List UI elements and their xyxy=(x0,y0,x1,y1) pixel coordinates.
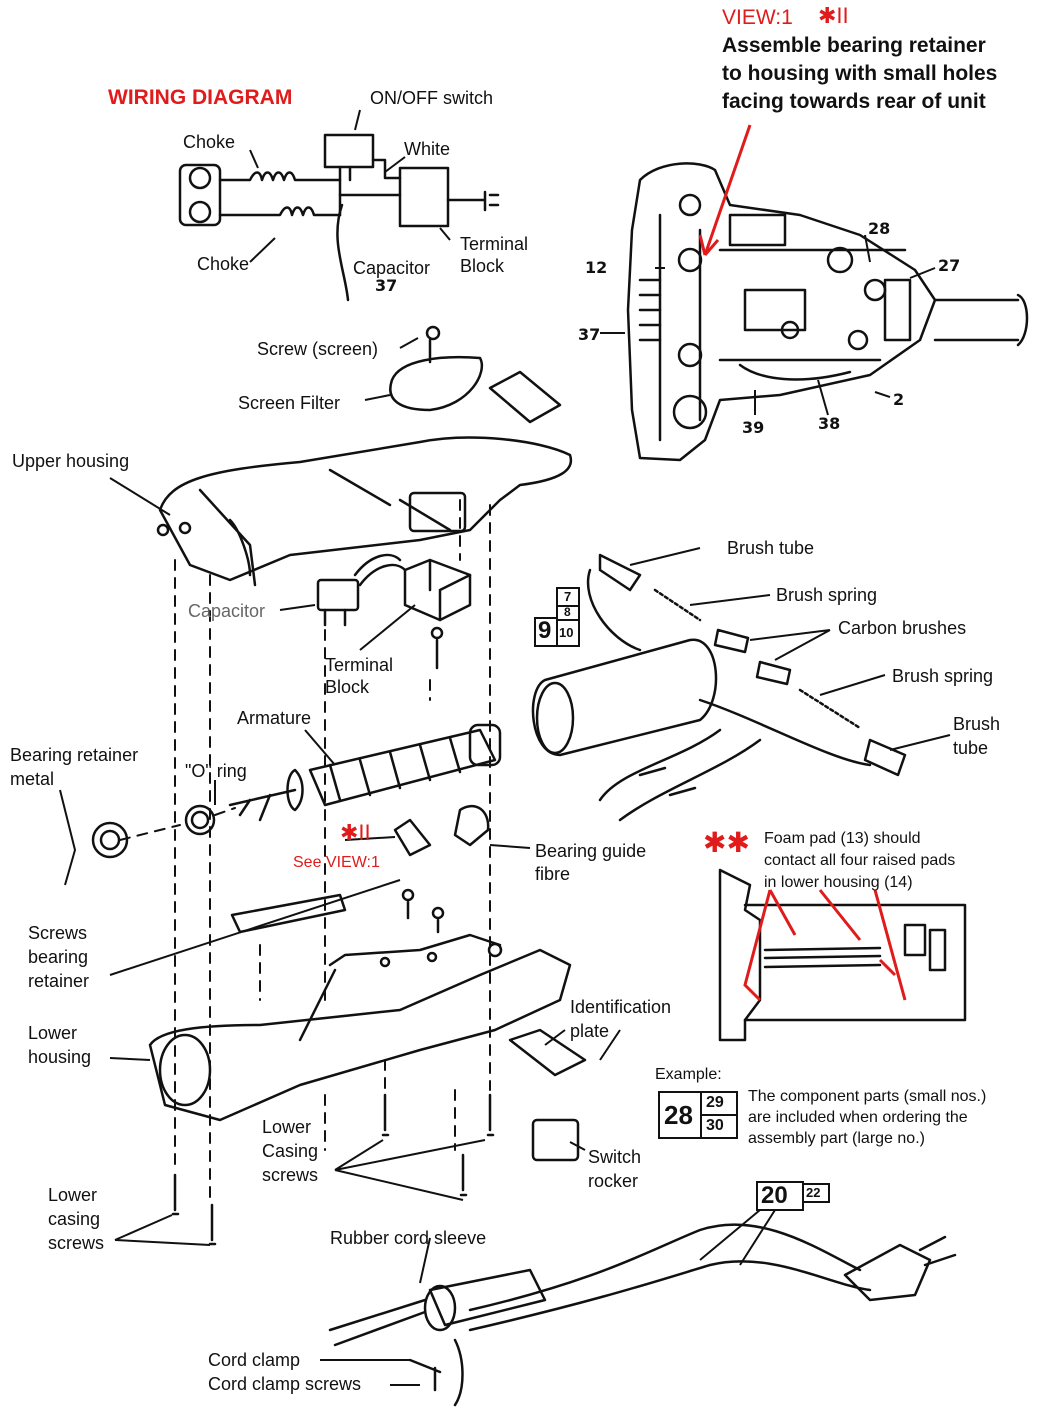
brush-spring-2-label: Brush spring xyxy=(892,666,994,686)
lower-casing-screws-b-2: casing xyxy=(48,1209,101,1229)
foam-note-mark: ✱✱ xyxy=(703,827,750,858)
bearing-guide-label-1: Bearing guide xyxy=(535,841,647,861)
view1-number-27: 27 xyxy=(938,256,961,275)
o-ring-label: "O" ring xyxy=(185,761,247,781)
motor-part-number-9: 9 xyxy=(538,617,552,644)
switch-rocker-label-1: Switch xyxy=(588,1147,642,1167)
brush-tube-2-label-1: Brush xyxy=(953,714,1001,734)
screws-bearing-label-1: Screws xyxy=(28,923,88,943)
view1-number-39: 39 xyxy=(742,418,765,437)
example-small-number-1: 29 xyxy=(706,1094,724,1111)
example-note-line3: assembly part (large no.) xyxy=(748,1130,925,1147)
example-title: Example: xyxy=(655,1066,722,1083)
cord-part-number-20: 20 xyxy=(761,1182,788,1209)
terminal-block-label-2: Block xyxy=(325,677,370,697)
bearing-guide-label-2: fibre xyxy=(535,864,571,884)
choke-bottom-label: Choke xyxy=(197,254,250,274)
screws-bearing-label-2: bearing xyxy=(28,947,89,967)
terminal-block-label-1: Terminal xyxy=(325,655,394,675)
example-small-number-2: 30 xyxy=(706,1117,724,1134)
view1-note-line3: facing towards rear of unit xyxy=(722,90,986,113)
screw-screen-label: Screw (screen) xyxy=(257,339,379,359)
see-view1-mark: ✱II xyxy=(340,820,371,845)
foam-arrows xyxy=(743,889,907,1002)
capacitor-label: Capacitor xyxy=(188,601,266,621)
wiring-terminal-label: Terminal xyxy=(460,234,529,254)
lower-casing-screws-a-3: screws xyxy=(262,1165,319,1185)
switch-rocker-label-2: rocker xyxy=(588,1171,639,1191)
identification-plate-label-1: Identification xyxy=(570,997,672,1017)
wiring-diagram-title: WIRING DIAGRAM xyxy=(108,86,293,109)
motor-part-number-10: 10 xyxy=(559,625,574,640)
lower-casing-screws-b-3: screws xyxy=(48,1233,105,1253)
wiring-diagram-drawing xyxy=(178,133,500,302)
carbon-brushes-label: Carbon brushes xyxy=(838,618,967,638)
cord-clamp-screws-label: Cord clamp screws xyxy=(208,1374,362,1394)
cord-drawing xyxy=(328,1223,957,1407)
wiring-block-label: Block xyxy=(460,256,505,276)
view1-housing-drawing xyxy=(626,162,1029,462)
motor-part-number-7: 7 xyxy=(564,589,572,604)
lower-housing-label-2: housing xyxy=(28,1047,92,1067)
bearing-plates-drawing xyxy=(230,888,445,934)
brush-tube-2-label-2: tube xyxy=(953,738,989,758)
example-note-line1: The component parts (small nos.) xyxy=(748,1088,987,1105)
white-wire-label: White xyxy=(404,139,451,159)
part-number-boxes xyxy=(534,587,830,1211)
assembly-dash-lines xyxy=(119,499,491,1201)
example-big-number: 28 xyxy=(664,1100,693,1130)
view1-arrow xyxy=(703,124,752,256)
foam-note-line3: in lower housing (14) xyxy=(764,874,913,891)
foam-pad-drawing xyxy=(718,868,967,1042)
see-view1-label: See VIEW:1 xyxy=(293,854,380,871)
armature-drawing xyxy=(91,723,502,859)
lower-housing-drawing xyxy=(148,933,587,1122)
view1-number-2: 2 xyxy=(893,390,905,409)
lower-casing-screws-a-1: Lower xyxy=(262,1117,312,1137)
upper-housing-drawing xyxy=(156,436,573,587)
brush-spring-label: Brush spring xyxy=(776,585,878,605)
choke-top-label: Choke xyxy=(183,132,236,152)
lower-casing-screws-a-2: Casing xyxy=(262,1141,319,1161)
foam-note-line1: Foam pad (13) should xyxy=(764,830,921,847)
wiring-capacitor-label: Capacitor xyxy=(353,258,431,278)
view1-note-line1: Assemble bearing retainer xyxy=(722,34,986,57)
view1-note-line2: to housing with small holes xyxy=(722,62,998,85)
motor-brush-drawing xyxy=(531,553,907,822)
lower-housing-label-1: Lower xyxy=(28,1023,78,1043)
view1-title: VIEW:1 xyxy=(722,6,793,29)
cord-part-number-22: 22 xyxy=(806,1185,821,1200)
brush-tube-label: Brush tube xyxy=(727,538,815,558)
lower-casing-screws-b-1: Lower xyxy=(48,1185,98,1205)
motor-part-number-8: 8 xyxy=(564,605,571,619)
screws-bearing-label-3: retainer xyxy=(28,971,90,991)
screen-filter-label: Screen Filter xyxy=(238,393,341,413)
view1-mark: ✱II xyxy=(818,3,849,28)
bearing-metal-label-1: Bearing retainer xyxy=(10,745,139,765)
screen-filter-drawing xyxy=(389,325,562,424)
armature-label: Armature xyxy=(237,708,312,728)
onoff-switch-label: ON/OFF switch xyxy=(370,88,494,108)
lower-screws-drawing xyxy=(171,1093,580,1246)
capacitor-terminal-drawing xyxy=(316,553,472,670)
wiring-cap-number: 37 xyxy=(375,276,398,295)
rubber-cord-sleeve-label: Rubber cord sleeve xyxy=(330,1228,487,1248)
upper-housing-label: Upper housing xyxy=(12,451,130,471)
foam-note-line2: contact all four raised pads xyxy=(764,852,956,869)
identification-plate-label-2: plate xyxy=(570,1021,610,1041)
view1-number-28: 28 xyxy=(868,219,891,238)
cord-clamp-label: Cord clamp xyxy=(208,1350,301,1370)
bearing-metal-label-2: metal xyxy=(10,769,55,789)
view1-number-37: 37 xyxy=(578,325,601,344)
example-note-line2: are included when ordering the xyxy=(748,1109,968,1126)
view1-number-38: 38 xyxy=(818,414,841,433)
view1-number-12: 12 xyxy=(585,258,608,277)
